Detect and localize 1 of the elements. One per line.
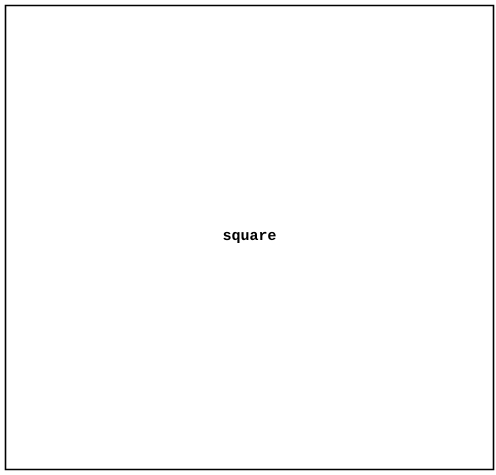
square-box: square	[4, 4, 494, 470]
